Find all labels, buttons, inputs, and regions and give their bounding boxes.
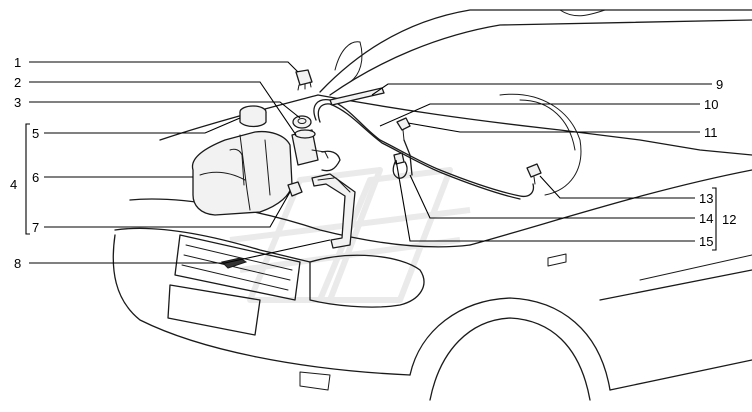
washer-hose bbox=[313, 99, 535, 200]
callout-2: 2 bbox=[14, 75, 21, 90]
callout-15: 15 bbox=[699, 234, 713, 249]
callout-6: 6 bbox=[32, 170, 39, 185]
callout-1: 1 bbox=[14, 55, 21, 70]
callout-3: 3 bbox=[14, 95, 21, 110]
mounting-strap bbox=[311, 173, 356, 249]
callout-5: 5 bbox=[32, 126, 39, 141]
callout-11: 11 bbox=[704, 125, 718, 140]
vehicle-outline bbox=[112, 9, 752, 401]
callout-9: 9 bbox=[716, 77, 723, 92]
callout-14: 14 bbox=[699, 211, 713, 226]
callout-7: 7 bbox=[32, 220, 39, 235]
nozzle-left bbox=[396, 117, 411, 141]
nozzle-right bbox=[526, 163, 542, 185]
leader-lines bbox=[25, 61, 717, 264]
group-4-label: 4 bbox=[10, 177, 17, 192]
callout-8: 8 bbox=[14, 256, 21, 271]
callout-13: 13 bbox=[699, 191, 713, 206]
reservoir-cap bbox=[239, 105, 267, 128]
callout-10: 10 bbox=[704, 97, 718, 112]
grommet bbox=[292, 115, 312, 129]
relay bbox=[295, 69, 313, 91]
washer-reservoir bbox=[191, 130, 293, 216]
group-12-label: 12 bbox=[722, 212, 736, 227]
clip bbox=[329, 87, 385, 106]
hose-clip bbox=[403, 139, 413, 176]
bracket bbox=[287, 181, 303, 197]
washer-pump bbox=[291, 129, 329, 166]
callout-labels: 1 2 3 5 6 7 8 9 10 11 13 14 15 4 12 bbox=[10, 55, 736, 271]
